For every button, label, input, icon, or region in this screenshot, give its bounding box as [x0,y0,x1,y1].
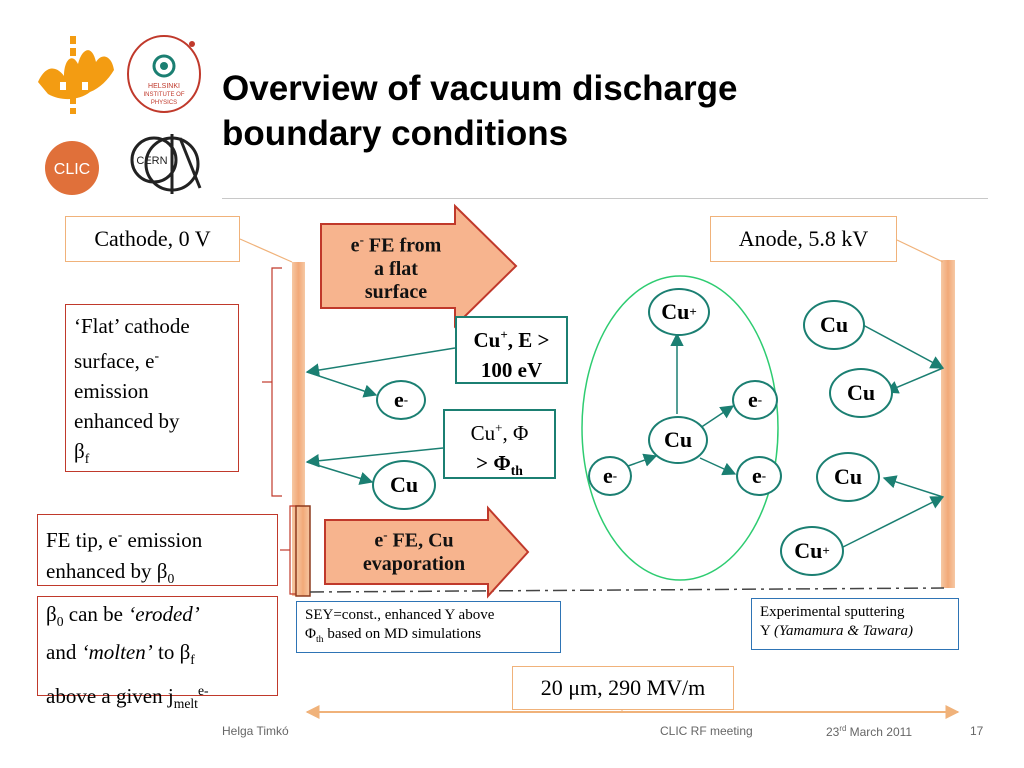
footer-meeting: CLIC RF meeting [660,724,753,738]
surface-baseline [309,587,945,593]
flat-cathode-note: ‘Flat’ cathode surface, e- emission enha… [65,304,239,472]
anode-label: Anode, 5.8 kV [710,216,897,262]
title-line-1: Overview of vacuum discharge [222,69,738,108]
title-line-2: boundary conditions [222,114,569,153]
fe-flat-arrow-label: e- FE from a flat surface [350,232,442,303]
cu-atom-right-1: Cu [803,300,865,350]
cu-atom-left: Cu [372,460,436,510]
sey-note: SEY=const., enhanced Y above Φth based o… [296,601,561,653]
fe-cu-arrow [324,505,530,599]
cu-atom-right-3: Cu [816,452,880,502]
flat-surface-bracket [271,267,282,497]
cu-atom-right-2: Cu [829,368,893,418]
footer-date: 23rd March 2011 [826,724,913,739]
fe-tip [295,505,311,597]
svg-text:CLIC: CLIC [54,161,90,178]
fe-flat-arrow [320,203,518,329]
helsinki-institute-of-physics-logo: HELSINKI INSTITUTE OF PHYSICS [124,32,204,116]
cascade-ellipse [581,275,779,581]
svg-text:HELSINKI: HELSINKI [148,83,180,90]
title-divider [222,198,988,199]
footer-page-number: 17 [970,724,984,738]
footer-author: Helga Timkó [222,724,289,738]
scale-label: 20 μm, 290 MV/m [512,666,734,710]
electron-left: e- [376,380,426,420]
fe-tip-note: FE tip, e- emission enhanced by β0 [37,514,278,586]
svg-text:CERN: CERN [136,155,167,167]
anode-electrode [941,260,955,588]
cu-ion-phi-box: Cu+, Φ > Φth [443,409,556,479]
svg-text:INSTITUTE OF: INSTITUTE OF [144,92,185,98]
cu-ion-right: Cu+ [780,526,844,576]
electron-right-top: e- [732,380,778,420]
electron-right-bottom: e- [736,456,782,496]
fe-cu-arrow-label: e- FE, Cu evaporation [362,527,466,575]
svg-text:PHYSICS: PHYSICS [151,100,177,106]
cern-logo: CERN [124,128,208,200]
cu-ion-energy-box: Cu+, E > 100 eV [455,316,568,384]
electron-center-left: e- [588,456,632,496]
helsinki-university-logo [30,30,120,116]
sputtering-note: Experimental sputtering Y (Yamamura & Ta… [751,598,959,650]
cu-atom-center: Cu [648,416,708,464]
cathode-label: Cathode, 0 V [65,216,240,262]
clic-logo: CLIC [44,140,100,196]
cu-ion-top: Cu+ [648,288,710,336]
flame-icon [38,36,114,114]
eroded-note: β0 can be ‘eroded’ and ‘molten’ to βf ab… [37,596,278,712]
page-title: Overview of vacuum discharge boundary co… [222,66,982,156]
